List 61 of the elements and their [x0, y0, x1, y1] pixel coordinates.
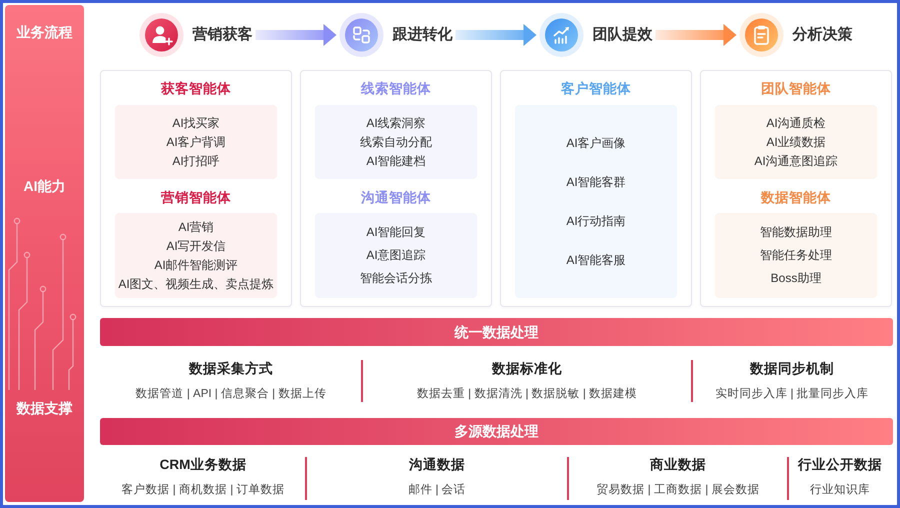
sidebar-label: 数据支撑 [16, 399, 72, 418]
card [300, 70, 492, 307]
column-text: 邮件 | 会话 [408, 482, 466, 498]
group-heading: 数据智能体 [761, 189, 831, 207]
column-heading: 数据同步机制 [750, 360, 834, 378]
feature-item: 智能任务处理 [760, 247, 832, 264]
column-heading: 沟通数据 [409, 456, 465, 474]
column-heading: CRM业务数据 [160, 456, 246, 474]
feature-item: AI线索洞察 [366, 114, 426, 132]
column-text: 数据去重 | 数据清洗 | 数据脱敏 | 数据建模 [416, 386, 638, 402]
sidebar-label: 业务流程 [16, 23, 72, 42]
step-label: 营销获客 [192, 25, 252, 45]
group-heading: 客户智能体 [561, 80, 631, 98]
column-text: 行业知识库 [810, 482, 870, 498]
feature-item: AI智能建档 [366, 152, 426, 170]
feature-item: AI智能客服 [566, 252, 626, 268]
feature-item: AI找买家 [172, 114, 220, 132]
feature-item: AI写开发信 [166, 238, 226, 254]
arrow [456, 24, 536, 46]
card [100, 70, 292, 307]
card [500, 70, 692, 307]
feature-item: AI智能回复 [366, 224, 426, 241]
group-heading: 沟通智能体 [361, 189, 431, 207]
group-heading: 营销智能体 [161, 189, 231, 207]
column-heading: 数据采集方式 [189, 360, 273, 378]
column-text: 数据管道 | API | 信息聚合 | 数据上传 [136, 386, 326, 402]
feature-item: 智能会话分拣 [360, 270, 432, 287]
card [700, 70, 892, 307]
group-heading: 团队智能体 [761, 80, 831, 98]
feature-item: Boss助理 [770, 270, 822, 287]
arrow [656, 24, 736, 46]
feature-item: AI邮件智能测评 [154, 256, 238, 274]
feature-item: 线索自动分配 [360, 134, 432, 150]
step-label: 跟进转化 [392, 25, 452, 45]
feature-item: AI图文、视频生成、卖点提炼 [118, 276, 274, 292]
arrow [256, 24, 336, 46]
feature-item: AI行动指南 [566, 212, 626, 230]
feature-item: AI客户背调 [166, 134, 226, 150]
group-heading: 线索智能体 [361, 80, 431, 98]
feature-item: AI意图追踪 [366, 247, 426, 264]
column-text: 贸易数据 | 工商数据 | 展会数据 [596, 482, 760, 498]
sidebar-label: AI能力 [24, 177, 66, 196]
column-text: 实时同步入库 | 批量同步入库 [715, 386, 869, 402]
section-banner: 统一数据处理 [100, 318, 893, 346]
feature-item: AI客户画像 [566, 134, 626, 152]
feature-item: AI业绩数据 [766, 134, 826, 150]
feature-item: AI打招呼 [172, 152, 220, 170]
column-text: 客户数据 | 商机数据 | 订单数据 [122, 482, 284, 498]
section-banner: 多源数据处理 [100, 418, 893, 445]
feature-item: AI沟通质检 [766, 114, 826, 132]
column-heading: 行业公开数据 [798, 456, 882, 474]
group-heading: 获客智能体 [161, 80, 231, 98]
feature-item: AI沟通意图追踪 [754, 152, 838, 170]
column-heading: 数据标准化 [492, 360, 562, 378]
feature-item: AI智能客群 [566, 174, 626, 190]
column-heading: 商业数据 [650, 456, 706, 474]
step-label: 团队提效 [592, 25, 652, 45]
step-label: 分析决策 [792, 25, 852, 45]
sidebar-band [5, 5, 84, 502]
feature-item: 智能数据助理 [760, 224, 832, 241]
feature-item: AI营销 [178, 218, 214, 236]
